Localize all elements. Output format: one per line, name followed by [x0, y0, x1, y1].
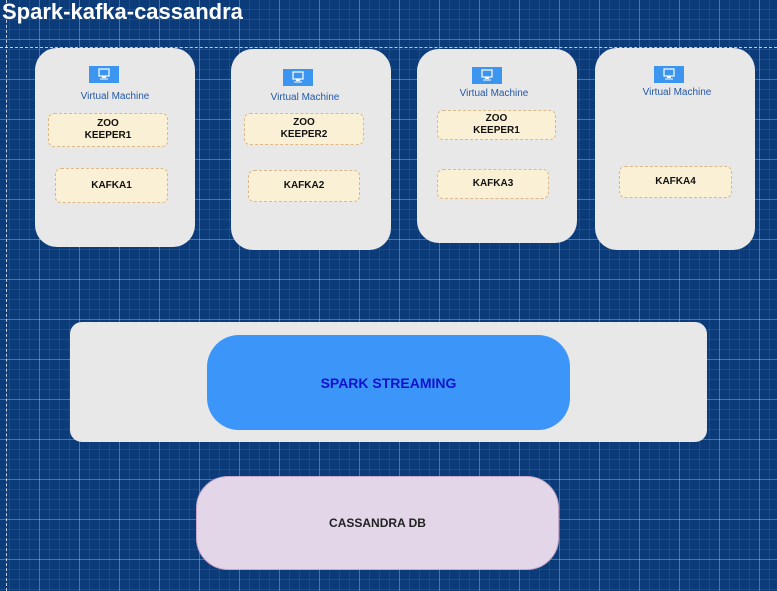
- kafka-node[interactable]: KAFKA1: [55, 168, 168, 203]
- vm-label: Virtual Machine: [459, 88, 529, 99]
- spark-streaming-node[interactable]: SPARK STREAMING: [207, 335, 570, 430]
- vm-label: Virtual Machine: [270, 92, 340, 103]
- virtual-machine-1[interactable]: Virtual Machine: [35, 48, 195, 247]
- horizontal-guide-line: [0, 47, 777, 48]
- virtual-machine-icon: [654, 66, 684, 83]
- kafka-node[interactable]: KAFKA3: [437, 169, 549, 199]
- virtual-machine-icon: [89, 66, 119, 83]
- cassandra-db-node[interactable]: CASSANDRA DB: [196, 476, 559, 570]
- virtual-machine-3[interactable]: Virtual Machine: [417, 49, 577, 243]
- diagram-title: Spark-kafka-cassandra: [2, 0, 243, 24]
- zookeeper-node[interactable]: ZOO KEEPER1: [48, 113, 168, 147]
- virtual-machine-4[interactable]: Virtual Machine: [595, 48, 755, 250]
- virtual-machine-icon: [283, 69, 313, 86]
- vm-label: Virtual Machine: [642, 87, 712, 98]
- kafka-node[interactable]: KAFKA4: [619, 166, 732, 198]
- virtual-machine-icon: [472, 67, 502, 84]
- zookeeper-node[interactable]: ZOO KEEPER1: [437, 110, 556, 140]
- virtual-machine-2[interactable]: Virtual Machine: [231, 49, 391, 250]
- zookeeper-node[interactable]: ZOO KEEPER2: [244, 113, 364, 145]
- vertical-guide-line: [6, 0, 7, 591]
- kafka-node[interactable]: KAFKA2: [248, 170, 360, 202]
- vm-label: Virtual Machine: [80, 91, 150, 102]
